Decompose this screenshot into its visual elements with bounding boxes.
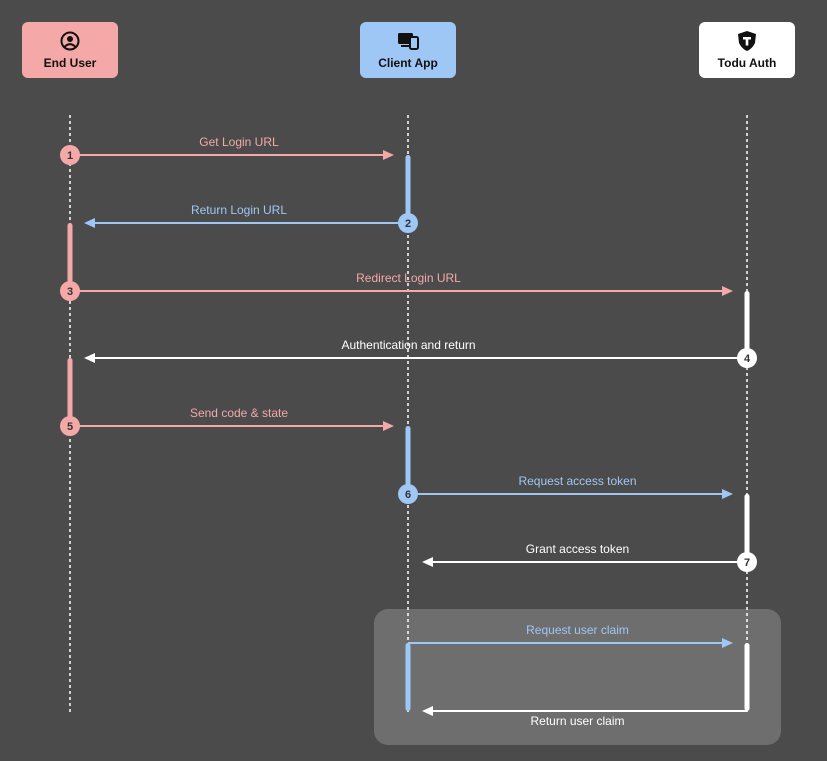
activation-bar [67,358,73,426]
message-label: Redirect Login URL [356,271,461,285]
step-badge [398,213,418,233]
step-badge [398,484,418,504]
message-label: Request user claim [526,623,629,637]
message-arrow-head [722,286,733,296]
message-label: Request access token [518,474,636,488]
activation-bar [744,494,750,562]
step-number: 2 [405,218,411,230]
message-arrow-head [722,489,733,499]
message-arrow-head [84,218,95,228]
activation-bar [405,426,411,494]
step-number: 5 [67,421,73,433]
activation-bar [744,643,750,711]
message-arrow-head [383,421,394,431]
step-badge [60,145,80,165]
message-label: Get Login URL [199,135,279,149]
message-arrow-head [84,353,95,363]
actor-todu-auth: Todu Auth [699,22,795,78]
activation-bar [744,291,750,358]
message-label: Send code & state [190,406,288,420]
activation-bar [67,223,73,291]
step-number: 1 [67,150,73,162]
step-badge [737,552,757,572]
group-message-arrow-head [722,638,733,648]
step-badge [737,348,757,368]
message-label: Authentication and return [341,338,475,352]
message-label: Grant access token [526,542,629,556]
step-number: 7 [744,557,750,569]
actor-label: Client App [378,56,438,70]
step-badge [60,416,80,436]
step-badge [60,281,80,301]
message-arrow-head [422,557,433,567]
step-number: 4 [744,353,751,365]
activation-bar [405,155,411,223]
message-arrow-head [383,150,394,160]
actor-label: End User [43,56,97,70]
step-number: 3 [67,286,73,298]
actor-end-user: End User [22,22,118,78]
actor-label: Todu Auth [717,56,777,70]
devices-icon [398,33,419,50]
activation-bar [405,643,411,711]
actor-client-app: Client App [360,22,456,78]
message-label: Return user claim [530,714,624,728]
message-label: Return Login URL [191,203,287,217]
group-message-arrow-head [422,706,433,716]
shield-logo-icon [738,31,756,51]
step-number: 6 [405,489,411,501]
user-circle-icon [60,31,80,51]
